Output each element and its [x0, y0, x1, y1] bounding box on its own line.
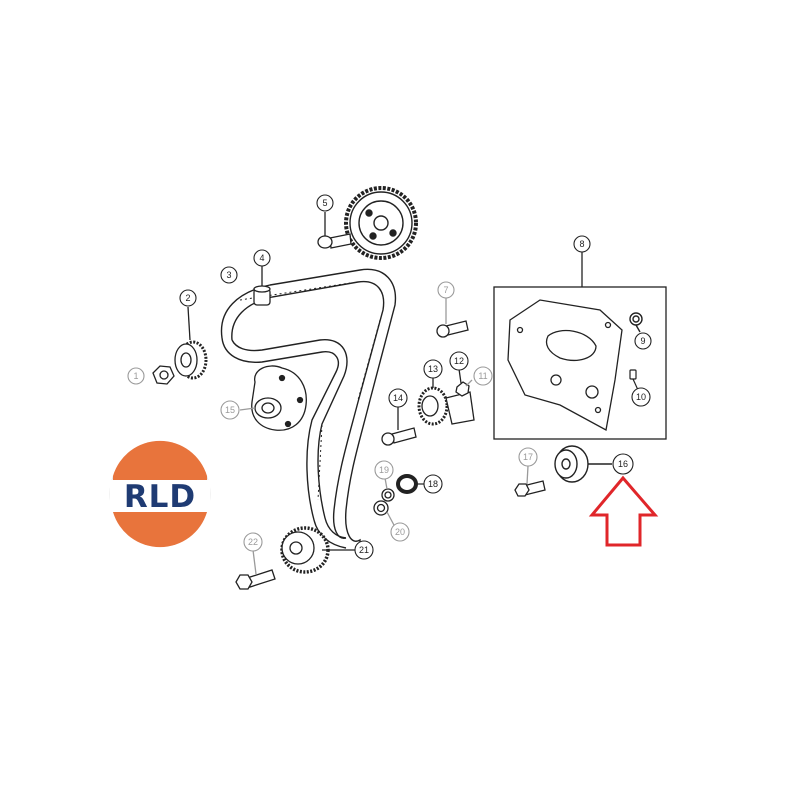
bolt-7 [436, 298, 469, 338]
callout-13: 13 [423, 359, 443, 379]
callout-14: 14 [388, 388, 408, 408]
svg-text:14: 14 [393, 393, 403, 403]
svg-text:2: 2 [185, 293, 190, 303]
svg-text:13: 13 [428, 364, 438, 374]
highlight-arrow [588, 475, 659, 547]
callout-15: 15 [220, 400, 240, 420]
washer-19 [381, 477, 395, 502]
svg-text:4: 4 [259, 253, 264, 263]
svg-text:20: 20 [395, 527, 405, 537]
callout-22: 22 [243, 532, 263, 552]
callout-9: 9 [634, 332, 652, 350]
callout-20: 20 [390, 522, 410, 542]
svg-text:11: 11 [478, 371, 487, 381]
seal-18 [396, 474, 425, 494]
plug-9 [629, 312, 643, 333]
callout-layer: 1 2 3 4 5 6 7 8 9 10 11 12 13 14 15 16 1… [127, 194, 652, 560]
water-pump-15 [239, 365, 307, 431]
bolt-22 [235, 549, 276, 590]
bolt-17 [514, 465, 546, 497]
nut-11-12 [455, 368, 473, 397]
callout-4: 4 [253, 249, 271, 267]
rld-logo: RLD [109, 440, 211, 548]
svg-text:17: 17 [523, 452, 533, 462]
svg-text:10: 10 [636, 392, 646, 402]
logo-text: RLD [124, 479, 196, 515]
pin-10 [629, 369, 639, 391]
callout-10: 10 [631, 387, 651, 407]
callout-18: 18 [423, 474, 443, 494]
bolt-5 [317, 212, 352, 249]
svg-text:8: 8 [579, 239, 584, 249]
tensioner-13 [417, 378, 475, 426]
callout-7: 7 [437, 281, 455, 299]
svg-text:15: 15 [225, 405, 235, 415]
callout-19: 19 [374, 460, 394, 480]
svg-text:7: 7 [443, 285, 448, 295]
callout-3: 3 [220, 266, 238, 284]
svg-text:9: 9 [640, 336, 645, 346]
callout-8: 8 [573, 235, 591, 253]
camshaft-sprocket [344, 186, 418, 260]
svg-text:1: 1 [133, 371, 138, 381]
spacer-4 [253, 266, 271, 306]
svg-text:3: 3 [226, 270, 231, 280]
housing-box-8 [493, 252, 667, 440]
crank-sprocket-21 [280, 526, 355, 574]
svg-text:21: 21 [359, 545, 369, 555]
svg-text:16: 16 [618, 459, 628, 469]
nut-1 [152, 365, 175, 385]
callout-2: 2 [179, 289, 197, 307]
sprocket-2 [174, 306, 208, 380]
svg-text:22: 22 [248, 537, 258, 547]
svg-text:5: 5 [322, 198, 327, 208]
washer-20 [373, 500, 396, 528]
callout-5: 5 [316, 194, 334, 212]
callout-11: 11 [473, 366, 493, 386]
svg-text:12: 12 [454, 356, 464, 366]
callout-17: 17 [518, 447, 538, 467]
callout-1: 1 [127, 367, 145, 385]
svg-text:18: 18 [428, 479, 438, 489]
callout-21: 21 [354, 540, 374, 560]
bolt-14 [381, 407, 417, 446]
idler-pulley-16 [554, 445, 612, 483]
callout-12: 12 [449, 351, 469, 371]
callout-16: 16 [612, 453, 634, 475]
svg-text:19: 19 [379, 465, 389, 475]
